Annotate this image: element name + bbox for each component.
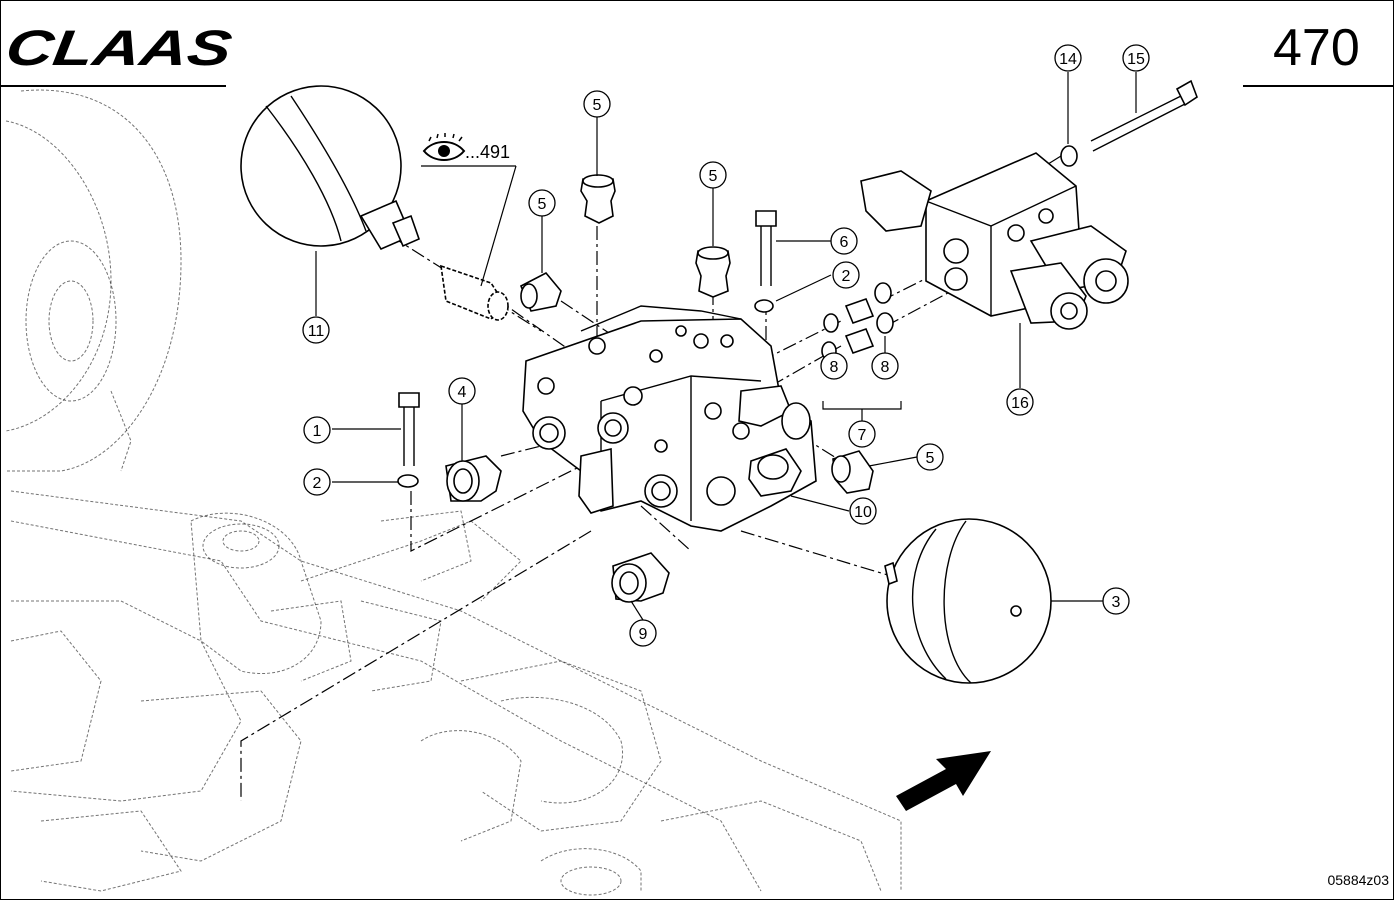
plug-10[interactable]: [748, 448, 802, 497]
svg-text:16: 16: [1011, 395, 1029, 412]
brand-logo: CLAAS: [2, 20, 235, 76]
callout-2-left: 2: [303, 468, 331, 496]
svg-text:5: 5: [538, 196, 547, 213]
callout-5-left: 5: [528, 189, 556, 217]
callout-6: 6: [830, 227, 858, 255]
fitting-5-right[interactable]: [831, 450, 874, 494]
bolt-15[interactable]: [1090, 79, 1198, 152]
callout-8-right: 8: [871, 352, 899, 380]
fitting-4[interactable]: [445, 455, 502, 502]
washer-2-left[interactable]: [397, 474, 419, 488]
callout-15: 15: [1122, 44, 1150, 72]
washer-14[interactable]: [1060, 145, 1078, 167]
callout-4: 4: [448, 377, 476, 405]
fitting-5-center[interactable]: [695, 246, 731, 298]
callout-5-center: 5: [699, 161, 727, 189]
fitting-5-top[interactable]: [580, 174, 616, 224]
svg-text:7: 7: [858, 427, 867, 444]
svg-text:14: 14: [1059, 51, 1077, 68]
reference-page-label: ...491: [465, 142, 510, 162]
callout-5-top: 5: [583, 90, 611, 118]
svg-text:5: 5: [593, 97, 602, 114]
accumulator-top[interactable]: [215, 60, 428, 273]
callout-1: 1: [303, 416, 331, 444]
svg-text:8: 8: [830, 359, 839, 376]
main-valve-block[interactable]: [522, 305, 817, 532]
callout-16: 16: [1006, 388, 1034, 416]
svg-text:15: 15: [1127, 51, 1145, 68]
svg-text:11: 11: [308, 323, 325, 340]
solenoid-valve-16[interactable]: [860, 152, 1129, 330]
fitting-5-upper-left[interactable]: [519, 271, 562, 312]
background-axle-assembly: [5, 89, 902, 896]
page-number: 470: [1273, 19, 1360, 77]
callout-2-right: 2: [832, 261, 860, 289]
callout-8-left: 8: [820, 352, 848, 380]
drawing-code: 05884z03: [1327, 872, 1389, 888]
callout-9: 9: [629, 619, 657, 647]
callout-14: 14: [1054, 44, 1082, 72]
svg-text:3: 3: [1112, 594, 1121, 611]
seal-kit-7[interactable]: [821, 282, 894, 361]
svg-text:1: 1: [313, 423, 322, 440]
accumulator-sphere[interactable]: [884, 518, 1052, 684]
bolt-6[interactable]: [755, 210, 777, 286]
svg-text:2: 2: [842, 268, 851, 285]
svg-text:10: 10: [854, 504, 872, 521]
svg-text:6: 6: [840, 234, 849, 251]
svg-text:2: 2: [313, 475, 322, 492]
svg-text:9: 9: [639, 626, 648, 643]
callout-7: 7: [848, 420, 876, 448]
leader-lines: [315, 72, 1137, 621]
callout-labels: 1 2 2 3 4 5 5 5 5 6 7 8 8 9 10 11 14 15 …: [302, 44, 1150, 647]
washer-2-right[interactable]: [754, 299, 774, 313]
callout-10: 10: [849, 497, 877, 525]
callout-11: 11: [302, 316, 330, 344]
direction-arrow-icon: [896, 751, 991, 811]
svg-text:4: 4: [458, 384, 467, 401]
callout-3: 3: [1102, 587, 1130, 615]
eye-icon: [422, 133, 466, 161]
fitting-9[interactable]: [611, 552, 670, 603]
pressure-sensor[interactable]: [440, 264, 509, 321]
svg-text:5: 5: [926, 450, 935, 467]
svg-text:5: 5: [709, 168, 718, 185]
svg-text:8: 8: [881, 359, 890, 376]
bolt-1[interactable]: [398, 392, 420, 466]
callout-5-right: 5: [916, 443, 944, 471]
